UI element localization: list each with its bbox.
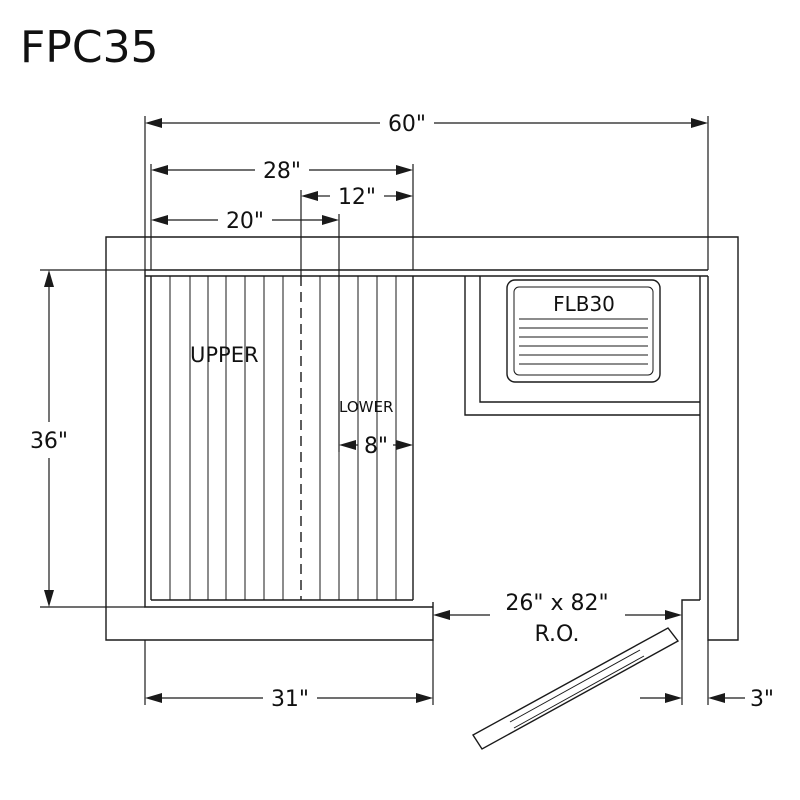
dimension-3-label: 3"	[750, 687, 774, 712]
dimension-60-in: 60"	[144, 112, 709, 270]
dimension-20-label: 20"	[226, 209, 264, 234]
heater-flb30: FLB30	[506, 279, 661, 383]
dimension-20-in: 20"	[151, 209, 340, 276]
dimension-8-label: 8"	[364, 434, 388, 459]
dimension-28-label: 28"	[263, 159, 301, 184]
model-title: FPC35	[20, 22, 159, 73]
dimension-60-label: 60"	[388, 112, 426, 137]
dimension-rough-opening	[433, 610, 682, 620]
dimension-36-label: 36"	[30, 429, 68, 454]
dimension-3-in: 3"	[640, 640, 774, 712]
dimension-36-in: 36"	[30, 269, 145, 608]
dimension-12-label: 12"	[338, 185, 376, 210]
door	[472, 627, 680, 750]
upper-bench-label: UPPER	[190, 343, 259, 367]
lower-bench-label: LOWER	[339, 398, 393, 416]
rough-opening-abbrev-label: R.O.	[535, 622, 580, 647]
bench-slats	[150, 276, 414, 601]
dimension-28-in: 28"	[150, 159, 414, 270]
rough-opening-size-label: 26" x 82"	[505, 591, 608, 616]
dimension-12-in: 12"	[300, 185, 413, 276]
dimension-8-in: 8"	[338, 276, 413, 459]
wall-outline	[105, 236, 739, 641]
dimension-31-label: 31"	[271, 687, 309, 712]
heater-label: FLB30	[553, 292, 615, 316]
heater-guard	[464, 276, 700, 416]
dimension-31-in: 31"	[144, 640, 434, 712]
